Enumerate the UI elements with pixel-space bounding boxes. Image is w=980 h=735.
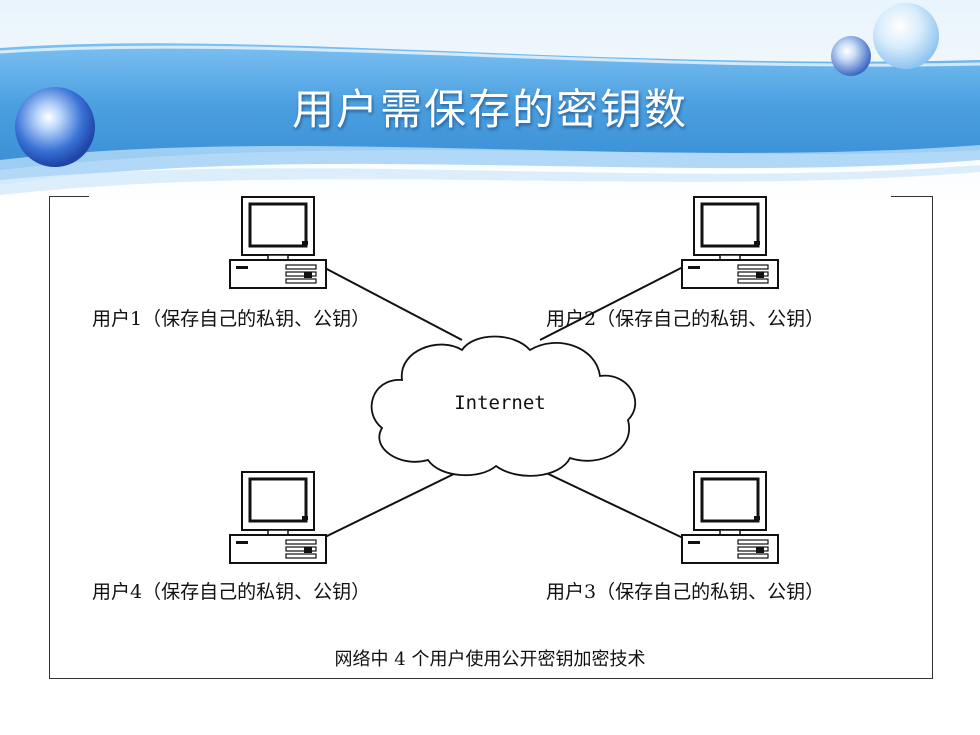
orb-decoration-left: [15, 87, 95, 167]
figure-frame: [49, 196, 933, 679]
frame-top-right-edge: [891, 196, 932, 197]
cloud-icon: [370, 335, 637, 477]
link-user2: [539, 266, 684, 341]
cloud-label: Internet: [454, 392, 546, 414]
computer-icon-user1: [228, 195, 328, 290]
user-label-3: 用户3（保存自己的私钥、公钥）: [546, 581, 825, 603]
orb-decoration-right-large: [873, 3, 939, 69]
computer-icon-user3: [680, 470, 780, 565]
computer-icon-user2: [680, 195, 780, 290]
user-label-4: 用户4（保存自己的私钥、公钥）: [92, 581, 371, 603]
frame-top-left-edge: [49, 196, 89, 197]
link-user4: [322, 469, 463, 539]
orb-decoration-right-small: [831, 36, 871, 76]
user-label-1: 用户1（保存自己的私钥、公钥）: [92, 308, 371, 330]
link-user1: [322, 266, 463, 341]
user-label-2: 用户2（保存自己的私钥、公钥）: [546, 308, 825, 330]
link-user3: [539, 469, 684, 539]
figure-caption: 网络中 4 个用户使用公开密钥加密技术: [334, 649, 646, 670]
header-banner: [0, 0, 980, 210]
computer-icon-user4: [228, 470, 328, 565]
slide-title: 用户需保存的密钥数: [291, 85, 688, 134]
